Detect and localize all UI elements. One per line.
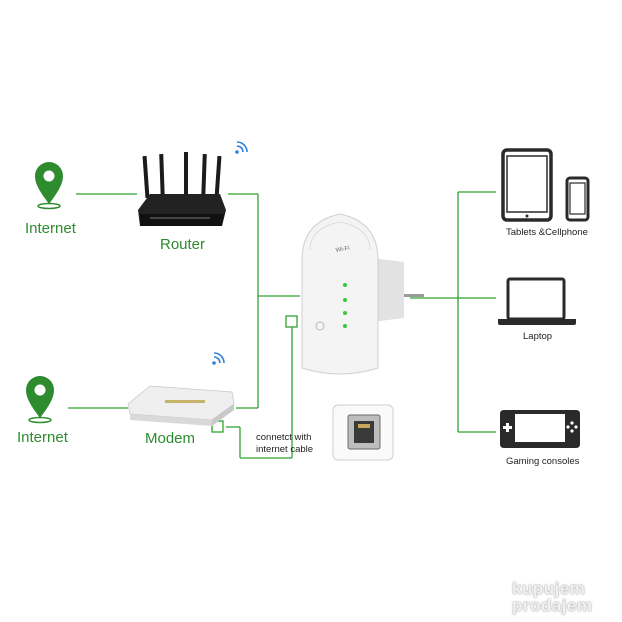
ethernet-port-icon xyxy=(332,404,394,461)
laptop-icon xyxy=(498,277,576,325)
router-label: Router xyxy=(160,236,206,253)
wifi-signal-icon xyxy=(235,141,248,154)
tablets-label: Tablets &Cellphone xyxy=(506,227,588,238)
router-image xyxy=(138,152,226,226)
svg-text:Wi-Fi: Wi-Fi xyxy=(335,246,350,254)
internet-label-top: Internet xyxy=(25,220,76,237)
cable-note: connetct with internet cable xyxy=(256,432,313,456)
location-pin-icon xyxy=(26,376,54,424)
location-pin-icon xyxy=(35,162,63,210)
cable-port-marker xyxy=(285,315,298,328)
watermark-line2: prodajem xyxy=(512,596,593,615)
gaming-label: Gaming consoles xyxy=(506,456,580,467)
internet-label-bottom: Internet xyxy=(17,429,68,446)
watermark-line1: kupujem xyxy=(512,579,586,598)
cable-note-line2: internet cable xyxy=(256,444,314,455)
laptop-label: Laptop xyxy=(523,331,553,342)
tablet-icon xyxy=(501,148,553,222)
watermark: kupujem prodajem xyxy=(512,580,612,614)
connection-lines xyxy=(68,191,496,459)
modem-image xyxy=(127,385,235,426)
wifi-repeater-image: Wi-Fi xyxy=(301,213,424,375)
cable-note-line1: connetct with xyxy=(256,432,312,443)
gamepad-icon xyxy=(500,410,580,448)
cellphone-icon xyxy=(565,176,590,222)
modem-label: Modem xyxy=(145,430,196,447)
wifi-signal-icon xyxy=(212,352,225,365)
